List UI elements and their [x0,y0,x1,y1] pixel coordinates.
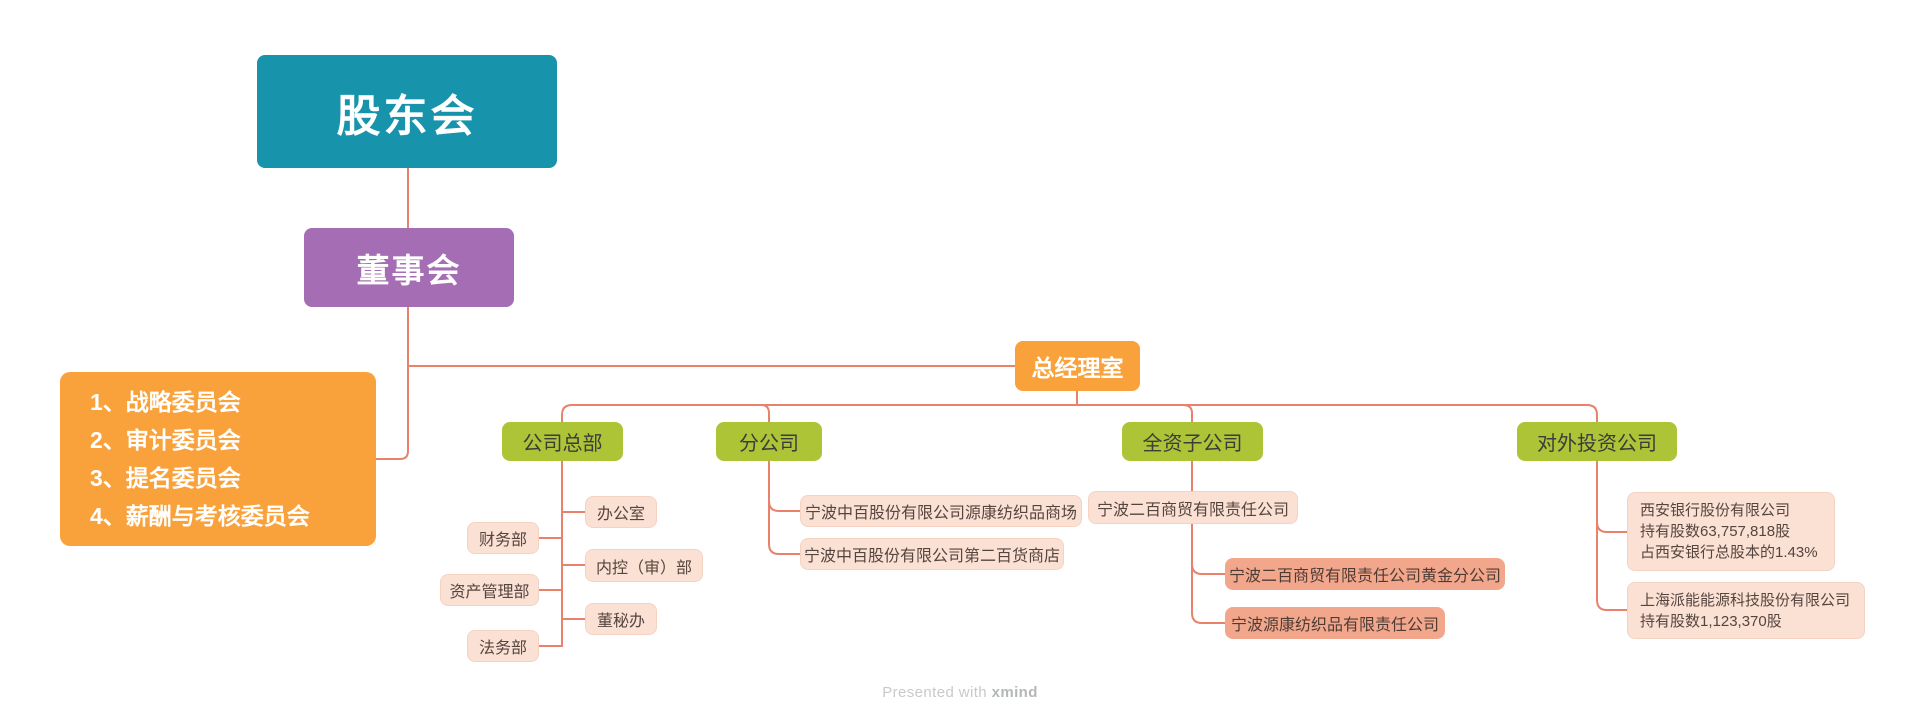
investment-2-shares: 持有股数1,123,370股 [1640,612,1782,630]
node-board-secretary[interactable]: 董秘办 [585,603,657,635]
node-hq[interactable]: 公司总部 [502,422,623,461]
node-gm-office[interactable]: 总经理室 [1015,341,1140,391]
node-wholly-sub-2[interactable]: 宁波源康纺织品有限责任公司 [1225,607,1445,639]
node-branch-store-1[interactable]: 宁波中百股份有限公司源康纺织品商场 [800,495,1082,527]
node-finance[interactable]: 财务部 [467,522,539,554]
node-branch-store-2[interactable]: 宁波中百股份有限公司第二百货商店 [800,538,1064,570]
committee-item-3: 3、提名委员会 [90,465,241,491]
node-investment-2[interactable]: 上海派能能源科技股份有限公司 持有股数1,123,370股 [1627,582,1865,639]
node-board[interactable]: 董事会 [304,228,514,307]
node-branch[interactable]: 分公司 [716,422,822,461]
node-wholly-parent[interactable]: 宁波二百商贸有限责任公司 [1088,491,1298,524]
node-committees[interactable]: 1、战略委员会 2、审计委员会 3、提名委员会 4、薪酬与考核委员会 [60,372,376,546]
investment-1-company: 西安银行股份有限公司 [1640,502,1791,519]
xmind-logo: xmind [991,684,1038,701]
node-office[interactable]: 办公室 [585,496,657,528]
committee-item-2: 2、审计委员会 [90,427,241,453]
node-investment-1[interactable]: 西安银行股份有限公司 持有股数63,757,818股 占西安银行总股本的1.43… [1627,492,1835,571]
node-wholly-owned[interactable]: 全资子公司 [1122,422,1263,461]
footer-watermark: Presented with xmind [0,684,1920,701]
node-asset-mgmt[interactable]: 资产管理部 [440,574,539,606]
investment-1-ratio: 占西安银行总股本的1.43% [1640,544,1818,561]
committee-item-1: 1、战略委员会 [90,389,241,415]
investment-1-shares: 持有股数63,757,818股 [1640,523,1791,540]
node-internal-audit[interactable]: 内控（审）部 [585,549,703,582]
node-wholly-sub-1[interactable]: 宁波二百商贸有限责任公司黄金分公司 [1225,558,1505,590]
node-shareholders[interactable]: 股东会 [257,55,557,168]
node-investment[interactable]: 对外投资公司 [1517,422,1677,461]
node-legal[interactable]: 法务部 [467,630,539,662]
investment-2-company: 上海派能能源科技股份有限公司 [1640,591,1851,609]
committee-item-4: 4、薪酬与考核委员会 [90,503,310,529]
footer-prefix: Presented with [882,684,992,701]
